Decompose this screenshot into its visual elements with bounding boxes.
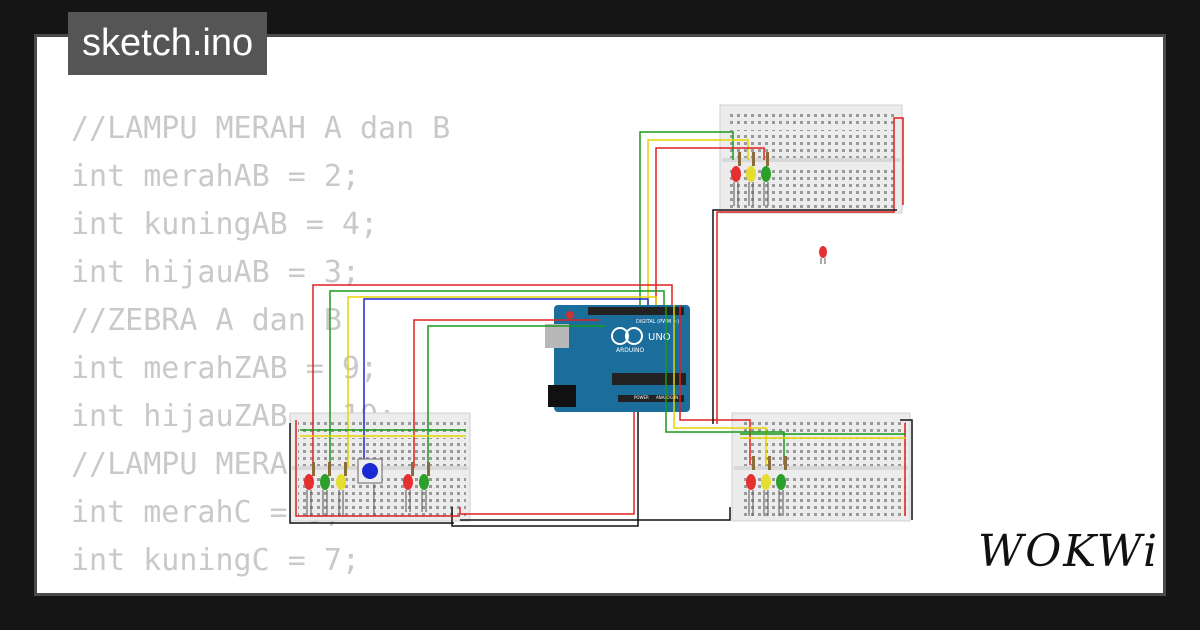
code-line: int hijauAB = 3; (71, 255, 360, 290)
led-green[interactable] (320, 462, 331, 516)
code-line: int kuningC = 7; (71, 543, 360, 578)
led-green[interactable] (419, 462, 430, 512)
led-group-right (746, 456, 787, 516)
push-button[interactable] (357, 458, 383, 516)
led-red[interactable] (746, 456, 756, 516)
breadboard-right (731, 412, 911, 522)
led-yellow[interactable] (746, 152, 756, 206)
led-yellow[interactable] (761, 456, 771, 516)
wires (289, 117, 913, 527)
board-digital-header: DIGITAL (PWM ~) (636, 319, 679, 325)
led-yellow[interactable] (336, 462, 347, 516)
led-green[interactable] (761, 152, 771, 206)
code-line: //ZEBRA A dan B (71, 303, 342, 338)
board-model-label: UNO (648, 332, 671, 343)
led-green[interactable] (776, 456, 787, 516)
led-red[interactable] (304, 462, 315, 516)
breadboard-top (719, 104, 903, 214)
led-group-left (304, 458, 430, 516)
code-line: int merahZAB = 9; (71, 351, 379, 386)
filename-tag: sketch.ino (68, 12, 268, 75)
code-line: int kuningAB = 4; (71, 207, 379, 242)
arduino-uno[interactable]: UNO ARDUINO DIGITAL (PWM ~) POWER ANALOG… (545, 305, 690, 412)
code-line: int hijauC = 6; (71, 585, 450, 593)
board-analog-header: ANALOG IN (656, 395, 678, 400)
preview-card: //LAMPU MERAH A dan B int merahAB = 2; int… (34, 34, 1166, 596)
code-background: //LAMPU MERAH A dan B int merahAB = 2; int… (71, 105, 451, 593)
board-power-header: POWER (634, 395, 649, 400)
led-red-loose[interactable] (819, 246, 827, 264)
code-line: int merahAB = 2; (71, 159, 360, 194)
led-group-top (731, 152, 771, 206)
board-brand-label: ARDUINO (616, 347, 645, 354)
code-line: //LAMPU MERAH A dan B (71, 111, 451, 146)
code-line: //LAMPU MERAH C (71, 447, 342, 482)
led-red[interactable] (731, 152, 741, 206)
led-red[interactable] (403, 462, 414, 512)
wokwi-logo: WOKWi (978, 526, 1160, 577)
